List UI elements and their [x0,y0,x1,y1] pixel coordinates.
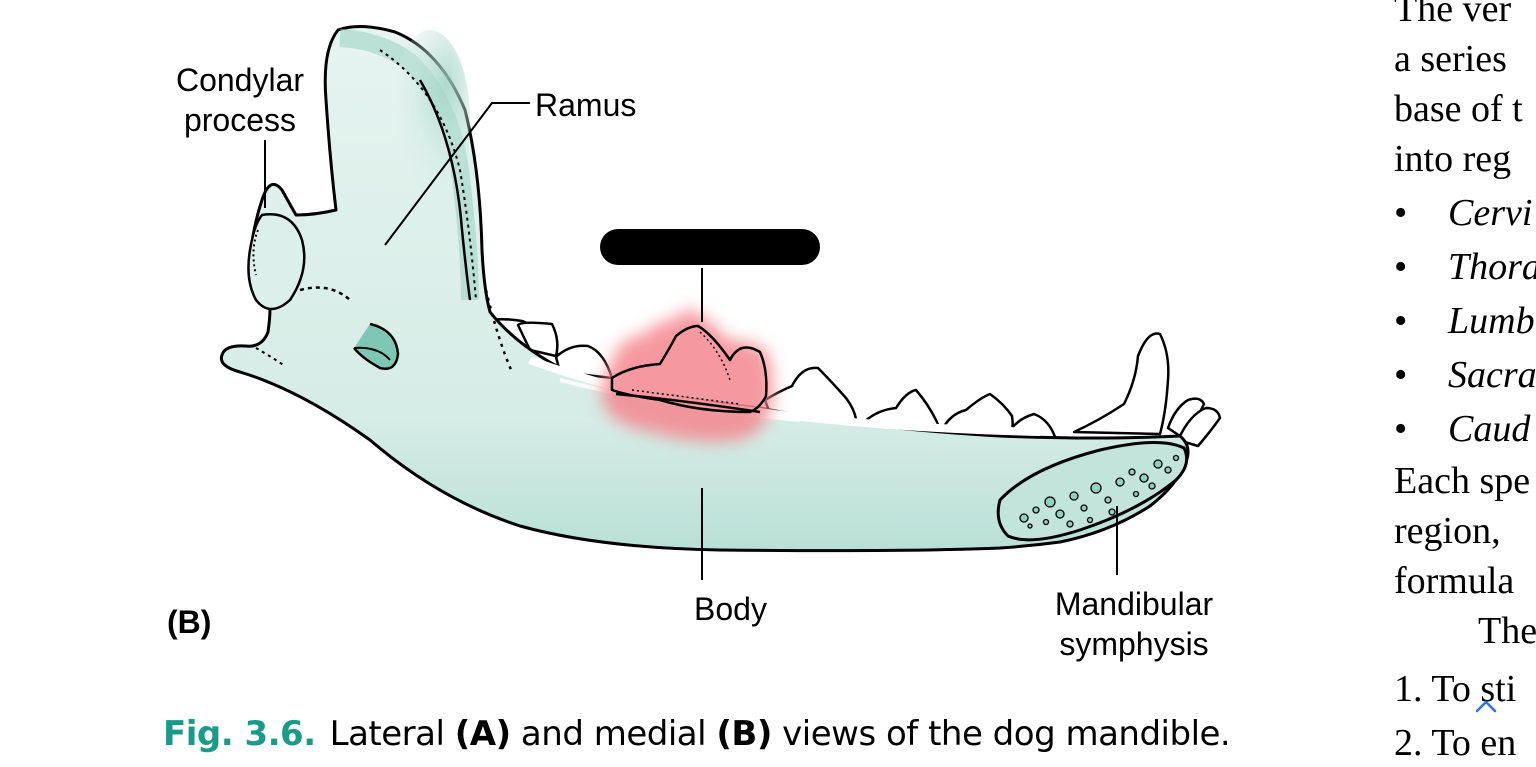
text-line: Each spe [1394,460,1531,502]
text-line: region, [1394,510,1501,552]
leader-lines [264,102,1118,580]
mandible-figure: Condylar process Ramus Body Mandibular s… [163,25,1231,754]
text-line: base of t [1394,88,1523,130]
label-mandibular-symphysis: Mandibular symphysis [1054,586,1214,662]
text-line: The ver [1394,0,1512,30]
redaction-bar [600,229,820,265]
label-condylar-process: Condylar process [175,62,305,138]
mandible-illustration [219,25,1222,580]
panel-letter-b: (B) [167,604,212,640]
bullet-item: •Cervi [1394,192,1533,234]
body-text-column: The ver a series base of t into reg •Cer… [1394,0,1536,767]
label-ramus: Ramus [535,87,637,123]
bullet-item: •Thora [1394,246,1536,288]
numbered-item: 1. To sti [1394,668,1517,710]
symphysis-texture [1019,454,1180,529]
text-line: formula [1394,560,1515,602]
highlighted-region [601,310,774,442]
numbered-item: 2. To en [1394,722,1517,764]
text-line: into reg [1394,138,1512,180]
bullet-item: •Sacra [1394,354,1536,396]
figure-caption: Fig. 3.6.Lateral (A) and medial (B) view… [163,714,1231,754]
chevron-up-icon[interactable] [1474,694,1498,718]
label-body: Body [694,591,767,627]
text-line-indented: The [1478,610,1536,652]
text-line: a series [1394,38,1507,80]
bullet-item: •Lumb [1394,300,1535,342]
bullet-item: •Caud [1394,408,1531,450]
figure-number: Fig. 3.6. [163,714,316,754]
